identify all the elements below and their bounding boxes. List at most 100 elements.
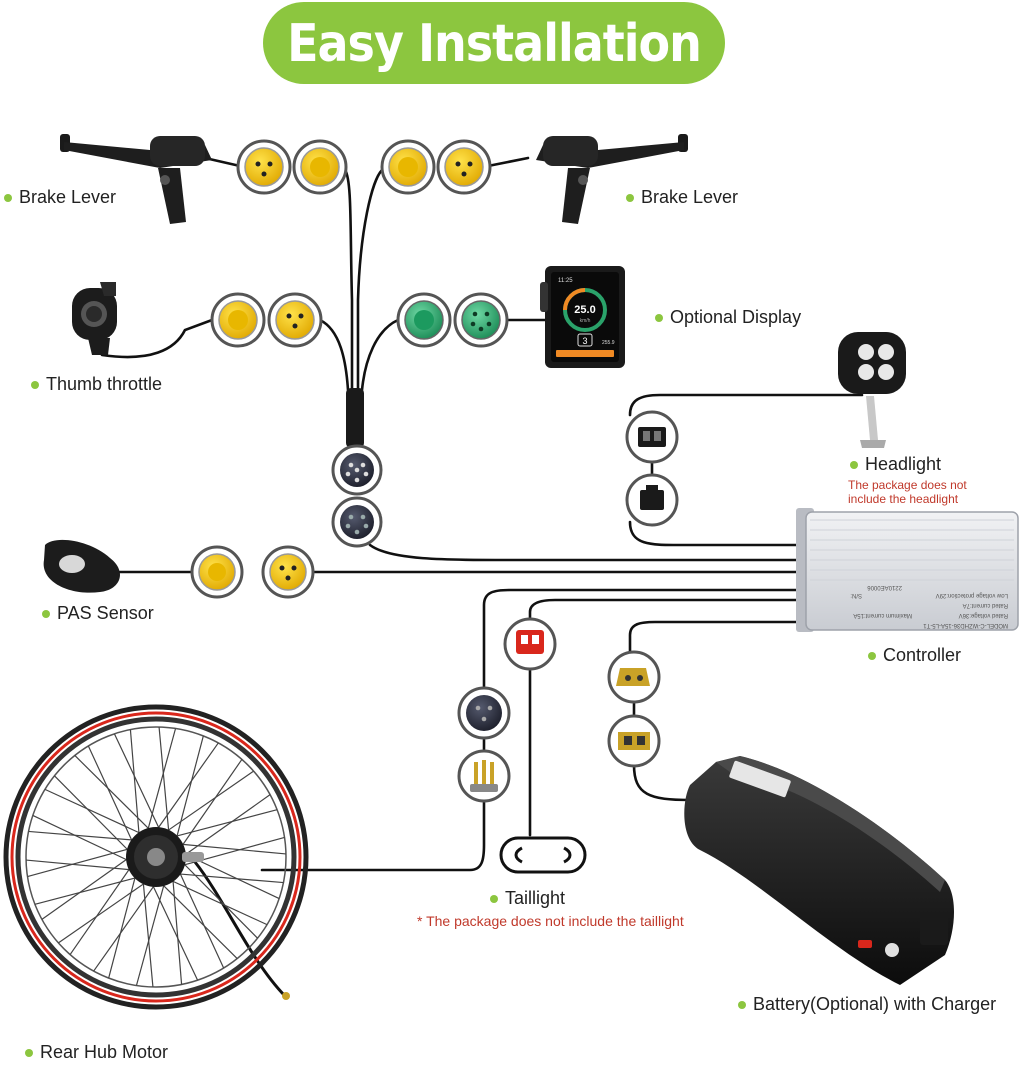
connector-harness-male (331, 444, 383, 496)
wheel-spoke (32, 814, 131, 863)
wheel-spoke (179, 759, 243, 849)
label-bullet (4, 193, 12, 202)
wire-headlight-controller (628, 520, 802, 547)
label-battery: Battery(Optional) with Charger (738, 994, 996, 1015)
wheel-spoke (108, 873, 137, 979)
wire-main-harness (368, 543, 802, 562)
controller-sn-value: 2210AE0006 (867, 584, 902, 590)
connector-headlight-female (625, 410, 679, 464)
wheel-spoke (113, 733, 162, 832)
label-pas-sensor: PAS Sensor (42, 603, 154, 624)
wheel-spoke (34, 876, 140, 905)
wheel-spoke (54, 775, 131, 853)
wheel-spoke (25, 859, 134, 871)
label-bullet (850, 460, 858, 469)
headlight-note-line-1: The package does not (848, 478, 967, 492)
label-text: Thumb throttle (46, 374, 163, 394)
controller-low-voltage: Low voltage protection:29V (936, 592, 1008, 598)
thumb-throttle-image (72, 282, 117, 355)
wheel-spoke (135, 881, 166, 986)
wire-throttle-harness (318, 318, 350, 392)
label-rear-hub-motor: Rear Hub Motor (25, 1042, 168, 1063)
label-text: Headlight (865, 454, 942, 474)
display-assist-level: 3 (582, 336, 587, 346)
headlight-note-line-2: include the headlight (848, 492, 959, 506)
wheel-spoke (155, 742, 219, 832)
headlight-note: The package does not include the headlig… (848, 478, 967, 506)
wheel-spoke (158, 726, 170, 835)
connector-harness-female (331, 496, 383, 548)
label-bullet (25, 1048, 33, 1057)
wheel-spoke (146, 728, 177, 833)
label-bullet (31, 380, 39, 389)
title-banner: Easy Installation (263, 2, 725, 84)
connector-brake-right-female (380, 139, 436, 195)
label-text: Brake Lever (19, 187, 117, 207)
controller-image: MODEL-C-WZHD36-15A-L5-T1 Rated voltage:3… (796, 508, 1019, 632)
connector-pas-male (261, 545, 315, 599)
rear-hub-motor-image (3, 704, 309, 1010)
label-text: PAS Sensor (57, 603, 154, 623)
label-text: Brake Lever (641, 187, 739, 207)
wire-display-harness (360, 318, 400, 392)
harness-junction (346, 388, 364, 448)
connector-battery-female (607, 650, 661, 704)
label-text: Controller (883, 645, 962, 665)
controller-rated-voltage: Rated voltage:36V (959, 612, 1008, 618)
taillight-image (499, 836, 587, 874)
display-trip: 255.9 (602, 340, 615, 346)
wheel-spoke (175, 735, 204, 841)
wheel-spoke (172, 876, 183, 985)
label-brake-lever-right: Brake Lever (626, 187, 738, 208)
wire-headlight (628, 393, 864, 417)
label-thumb-throttle: Thumb throttle (31, 374, 162, 395)
wheel-spoke (164, 770, 254, 834)
wheel-spoke (129, 729, 140, 838)
optional-display-image: 11:25 25.0 km/h 3 255.9 (540, 266, 625, 368)
label-bullet (626, 193, 634, 202)
wheel-spoke (168, 878, 268, 926)
controller-rated-current: Rated current:7A (963, 602, 1008, 608)
label-text: Battery(Optional) with Charger (753, 994, 997, 1014)
wire-harness-brake-right (356, 168, 384, 392)
wire-battery-controller (628, 620, 802, 667)
wheel-spoke (87, 745, 135, 845)
wheel-spoke (74, 755, 152, 832)
label-text: Rear Hub Motor (40, 1042, 169, 1062)
wheel-spoke (160, 882, 238, 959)
wire-motor (260, 798, 486, 872)
label-bullet (868, 651, 876, 660)
connector-pas-female (190, 545, 244, 599)
brake-lever-left-image (60, 134, 212, 224)
label-bullet (738, 1000, 746, 1009)
label-taillight: Taillight (490, 888, 565, 909)
connector-motor-male (457, 749, 511, 803)
connector-brake-left-female (292, 139, 348, 195)
wheel-spoke (177, 869, 225, 969)
wire-brake-right (486, 156, 530, 168)
brake-lever-right-image (536, 134, 688, 224)
connector-brake-left-male (236, 139, 292, 195)
controller-model: MODEL-C-WZHD36-15A-L5-T1 (923, 622, 1008, 628)
wheel-spoke (181, 794, 271, 858)
connector-display-female (396, 292, 452, 348)
wheel-spoke (175, 873, 284, 884)
wheel-spoke (181, 861, 258, 939)
battery-image (684, 756, 955, 985)
wheel-spoke (93, 882, 157, 972)
wheel-spoke (172, 809, 278, 838)
wire-throttle (100, 318, 214, 359)
wheel-spoke (142, 879, 154, 988)
wire-harness-brake-left (343, 168, 354, 392)
wire-battery (632, 763, 692, 802)
headlight-image (838, 332, 906, 448)
label-bullet (655, 313, 663, 322)
connector-headlight-male (625, 473, 679, 527)
controller-sn-label: S/N: (850, 592, 862, 598)
wheel-spoke (58, 880, 148, 944)
connector-display-male (453, 292, 509, 348)
display-unit: km/h (580, 318, 591, 324)
label-text: Optional Display (670, 307, 802, 327)
taillight-note: * The package does not include the taill… (417, 913, 684, 929)
